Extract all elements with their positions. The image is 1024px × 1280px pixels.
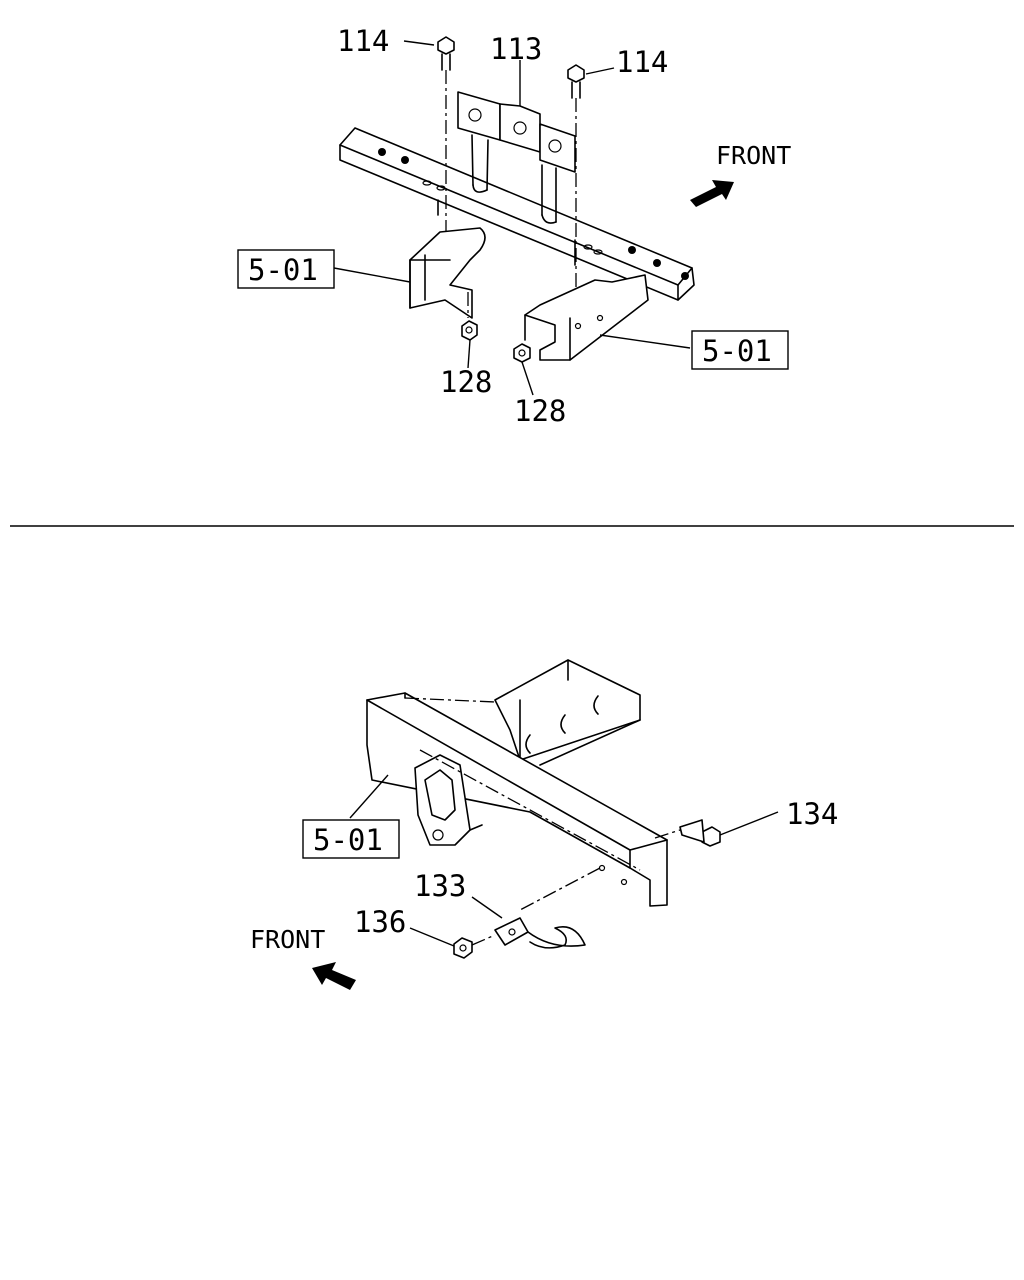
top-view: 114 114 113 5-01 5-01 128 128 FRONT [237, 24, 791, 428]
bracket-113 [457, 91, 576, 224]
ref-box-right [691, 330, 789, 370]
callout-133: 133 [414, 869, 466, 903]
ref-label-bottom: 5-01 [313, 823, 383, 857]
callout-114-right: 114 [616, 45, 668, 79]
bolt-114-left [437, 36, 455, 245]
callout-128-right: 128 [514, 394, 566, 428]
nut-128-right [513, 343, 531, 363]
tow-bracket [414, 754, 483, 846]
bolt-114-right [567, 64, 585, 300]
callout-113: 113 [490, 32, 542, 66]
tow-hook-133 [494, 917, 586, 949]
front-arrow-icon [312, 962, 356, 990]
front-arrow-icon [690, 180, 734, 207]
ref-label-left: 5-01 [248, 253, 318, 287]
bottom-view: 134 133 136 5-01 FRONT [250, 659, 838, 990]
ref-box-bottom [302, 819, 400, 859]
callout-114-left: 114 [337, 24, 389, 58]
frame-rail [494, 659, 641, 766]
bolt-134 [654, 819, 721, 847]
nut-136 [453, 934, 496, 959]
callout-134: 134 [786, 797, 838, 831]
cross-member-box [366, 692, 668, 907]
nut-128-left [461, 320, 478, 341]
front-label-top: FRONT [716, 141, 791, 170]
cross-member [339, 127, 695, 301]
ref-label-right: 5-01 [702, 334, 772, 368]
frame-section-left [409, 199, 486, 319]
front-label-bottom: FRONT [250, 925, 325, 954]
frame-section-right [524, 239, 649, 361]
callout-136: 136 [354, 905, 406, 939]
ref-box-left [237, 249, 335, 289]
callout-128-left: 128 [440, 365, 492, 399]
